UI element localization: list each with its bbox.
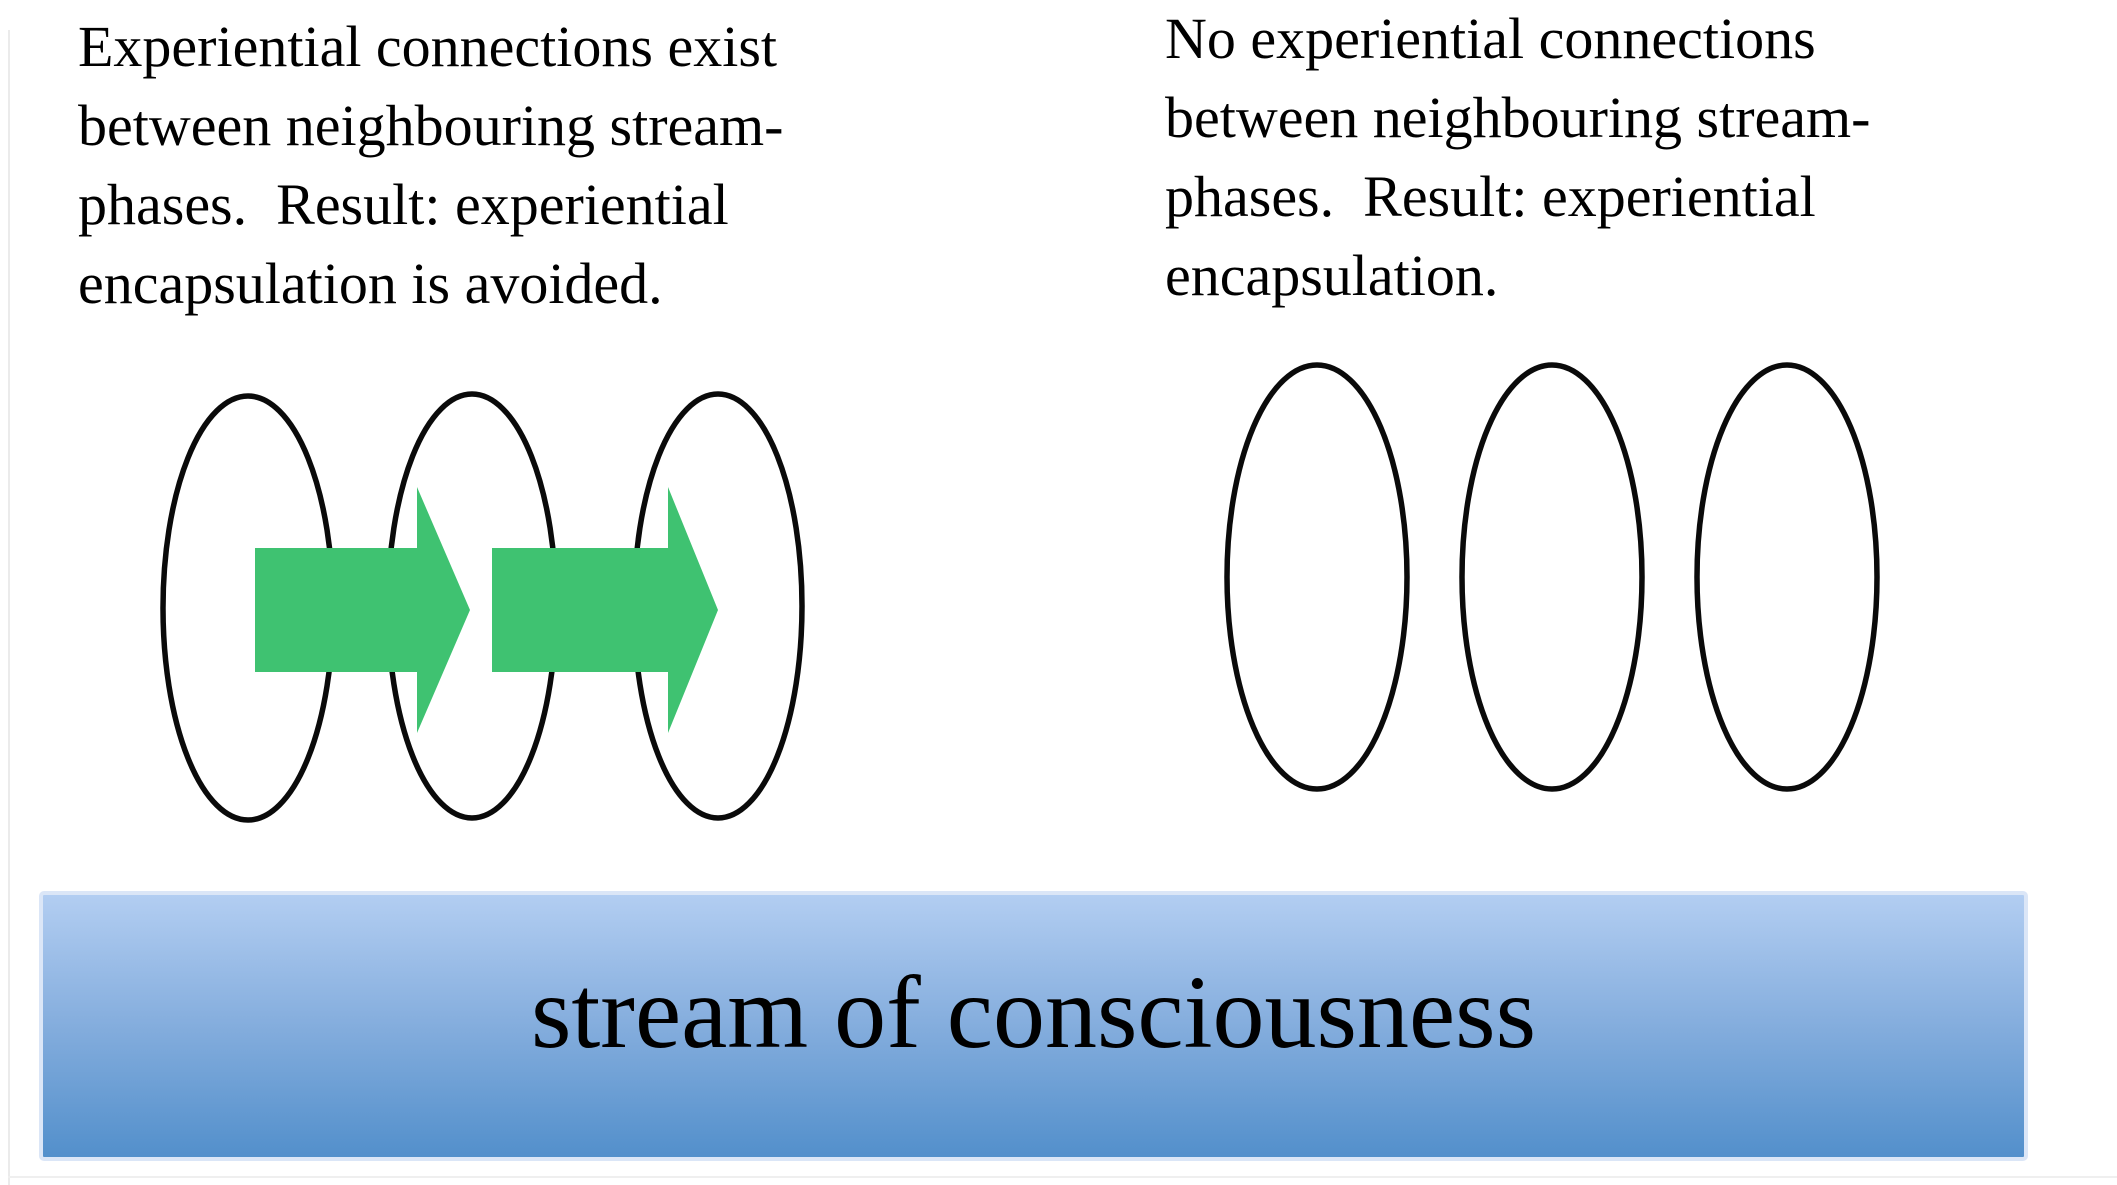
caption-line: between neighbouring stream-	[78, 93, 784, 158]
caption-line: encapsulation.	[1165, 243, 1499, 308]
page-edge-horizontal-line	[8, 1176, 2117, 1178]
right-arrow-icon	[492, 487, 718, 733]
banner-label: stream of consciousness	[530, 955, 1537, 1070]
right-caption: No experiential connections between neig…	[1165, 0, 1995, 315]
right-stream-phases	[1224, 362, 1880, 792]
stream-phase-ellipse	[1694, 362, 1880, 792]
stream-of-consciousness-banner	[39, 891, 2028, 1161]
caption-line: Experiential connections exist	[78, 14, 778, 79]
caption-line: encapsulation is avoided.	[78, 251, 663, 316]
caption-line: No experiential connections	[1165, 6, 1816, 71]
experiential-connections	[255, 487, 718, 733]
page-edge-vertical-line	[8, 30, 10, 1185]
caption-line: phases. Result: experiential	[78, 172, 729, 237]
right-arrow-icon	[255, 487, 470, 733]
caption-line: phases. Result: experiential	[1165, 164, 1816, 229]
left-caption: Experiential connections exist between n…	[78, 7, 898, 323]
caption-line: between neighbouring stream-	[1165, 85, 1871, 150]
stream-phase-ellipse	[1459, 362, 1645, 792]
stream-phase-ellipse	[1224, 362, 1410, 792]
